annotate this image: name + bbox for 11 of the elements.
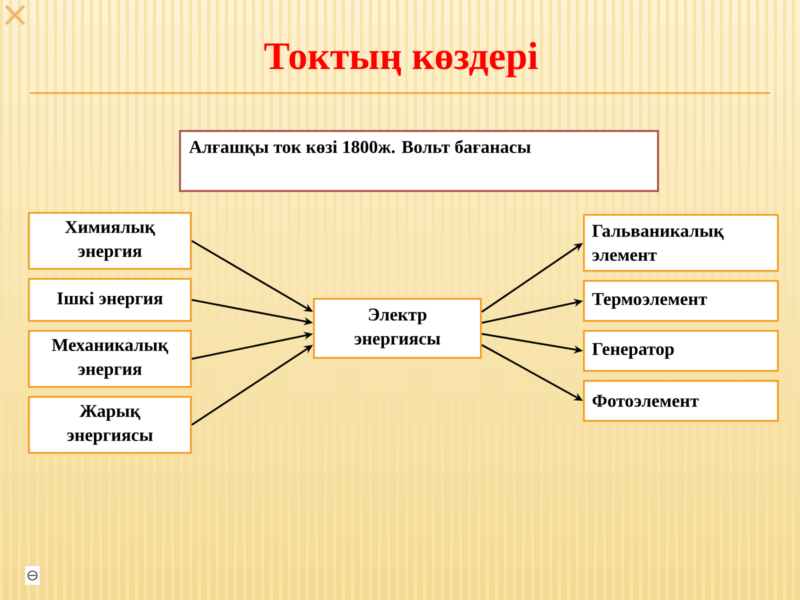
text-box: Механикалық энергия (28, 330, 192, 388)
note-box: Алғашқы ток көзі 1800ж. Вольт бағанасы (179, 130, 659, 192)
text-box: Ішкі энергия (28, 278, 192, 322)
text-box: Термоэлемент (583, 280, 779, 322)
title: Токтың көздері (264, 42, 538, 78)
text-box: Химиялық энергия (28, 212, 192, 270)
text-box: Электр энергиясы (313, 298, 482, 359)
text-box: Генератор (583, 330, 779, 372)
text-box: Гальваникалық элемент (583, 214, 779, 272)
text-box: Жарық энергиясы (28, 396, 192, 454)
text-box: Фотоэлемент (583, 380, 779, 422)
